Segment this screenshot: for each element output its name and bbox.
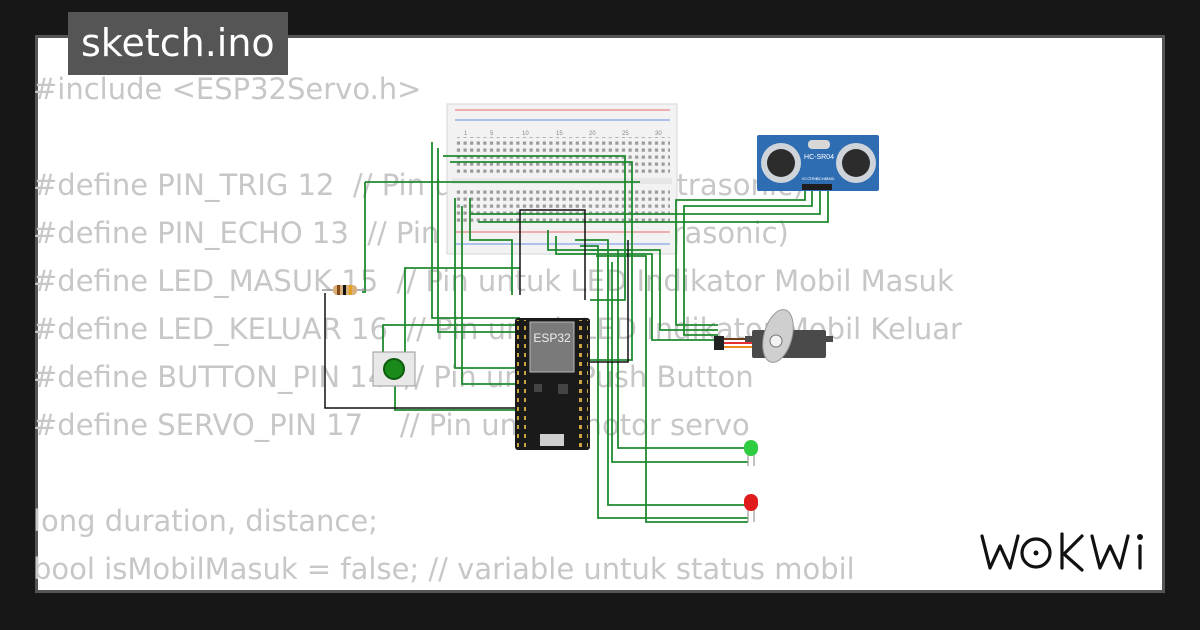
- sensor-pin-label: GND: [826, 176, 835, 181]
- breadboard-number: 20: [589, 131, 596, 137]
- wires: [362, 142, 829, 523]
- black-wire: [324, 209, 629, 409]
- breadboard-number: 15: [556, 131, 563, 137]
- breadboard-number: 1: [464, 131, 468, 137]
- push-button: [372, 351, 416, 387]
- code-line: long duration, distance;: [33, 504, 378, 538]
- file-title: sketch.ino: [68, 12, 288, 75]
- sensor-pin-label: ECHO: [816, 176, 828, 181]
- servo-motor: [714, 309, 833, 363]
- breadboard-number: 5: [490, 131, 494, 137]
- esp32-label: ESP32: [533, 331, 571, 345]
- breadboard-number: 25: [622, 131, 629, 137]
- code-line: bool isMobilMasuk = false; // variable u…: [33, 552, 855, 586]
- code-line: #include <ESP32Servo.h>: [33, 72, 422, 106]
- ultrasonic-sensor: HC-SR04 VCC TRIG ECHO GND: [757, 135, 879, 191]
- sensor-label: HC-SR04: [804, 154, 834, 161]
- breadboard: 1 5 10 15 20 25 30: [446, 103, 678, 255]
- led-green: [744, 440, 758, 466]
- sensor-pin-label: TRIG: [809, 176, 819, 181]
- resistor: [322, 285, 365, 295]
- sensor-pin-label: VCC: [802, 176, 811, 181]
- breadboard-number: 30: [655, 131, 662, 137]
- esp32-board: ESP32: [515, 318, 590, 450]
- led-red: [744, 494, 758, 522]
- wokwi-logo: [980, 532, 1143, 572]
- breadboard-number: 10: [522, 131, 529, 137]
